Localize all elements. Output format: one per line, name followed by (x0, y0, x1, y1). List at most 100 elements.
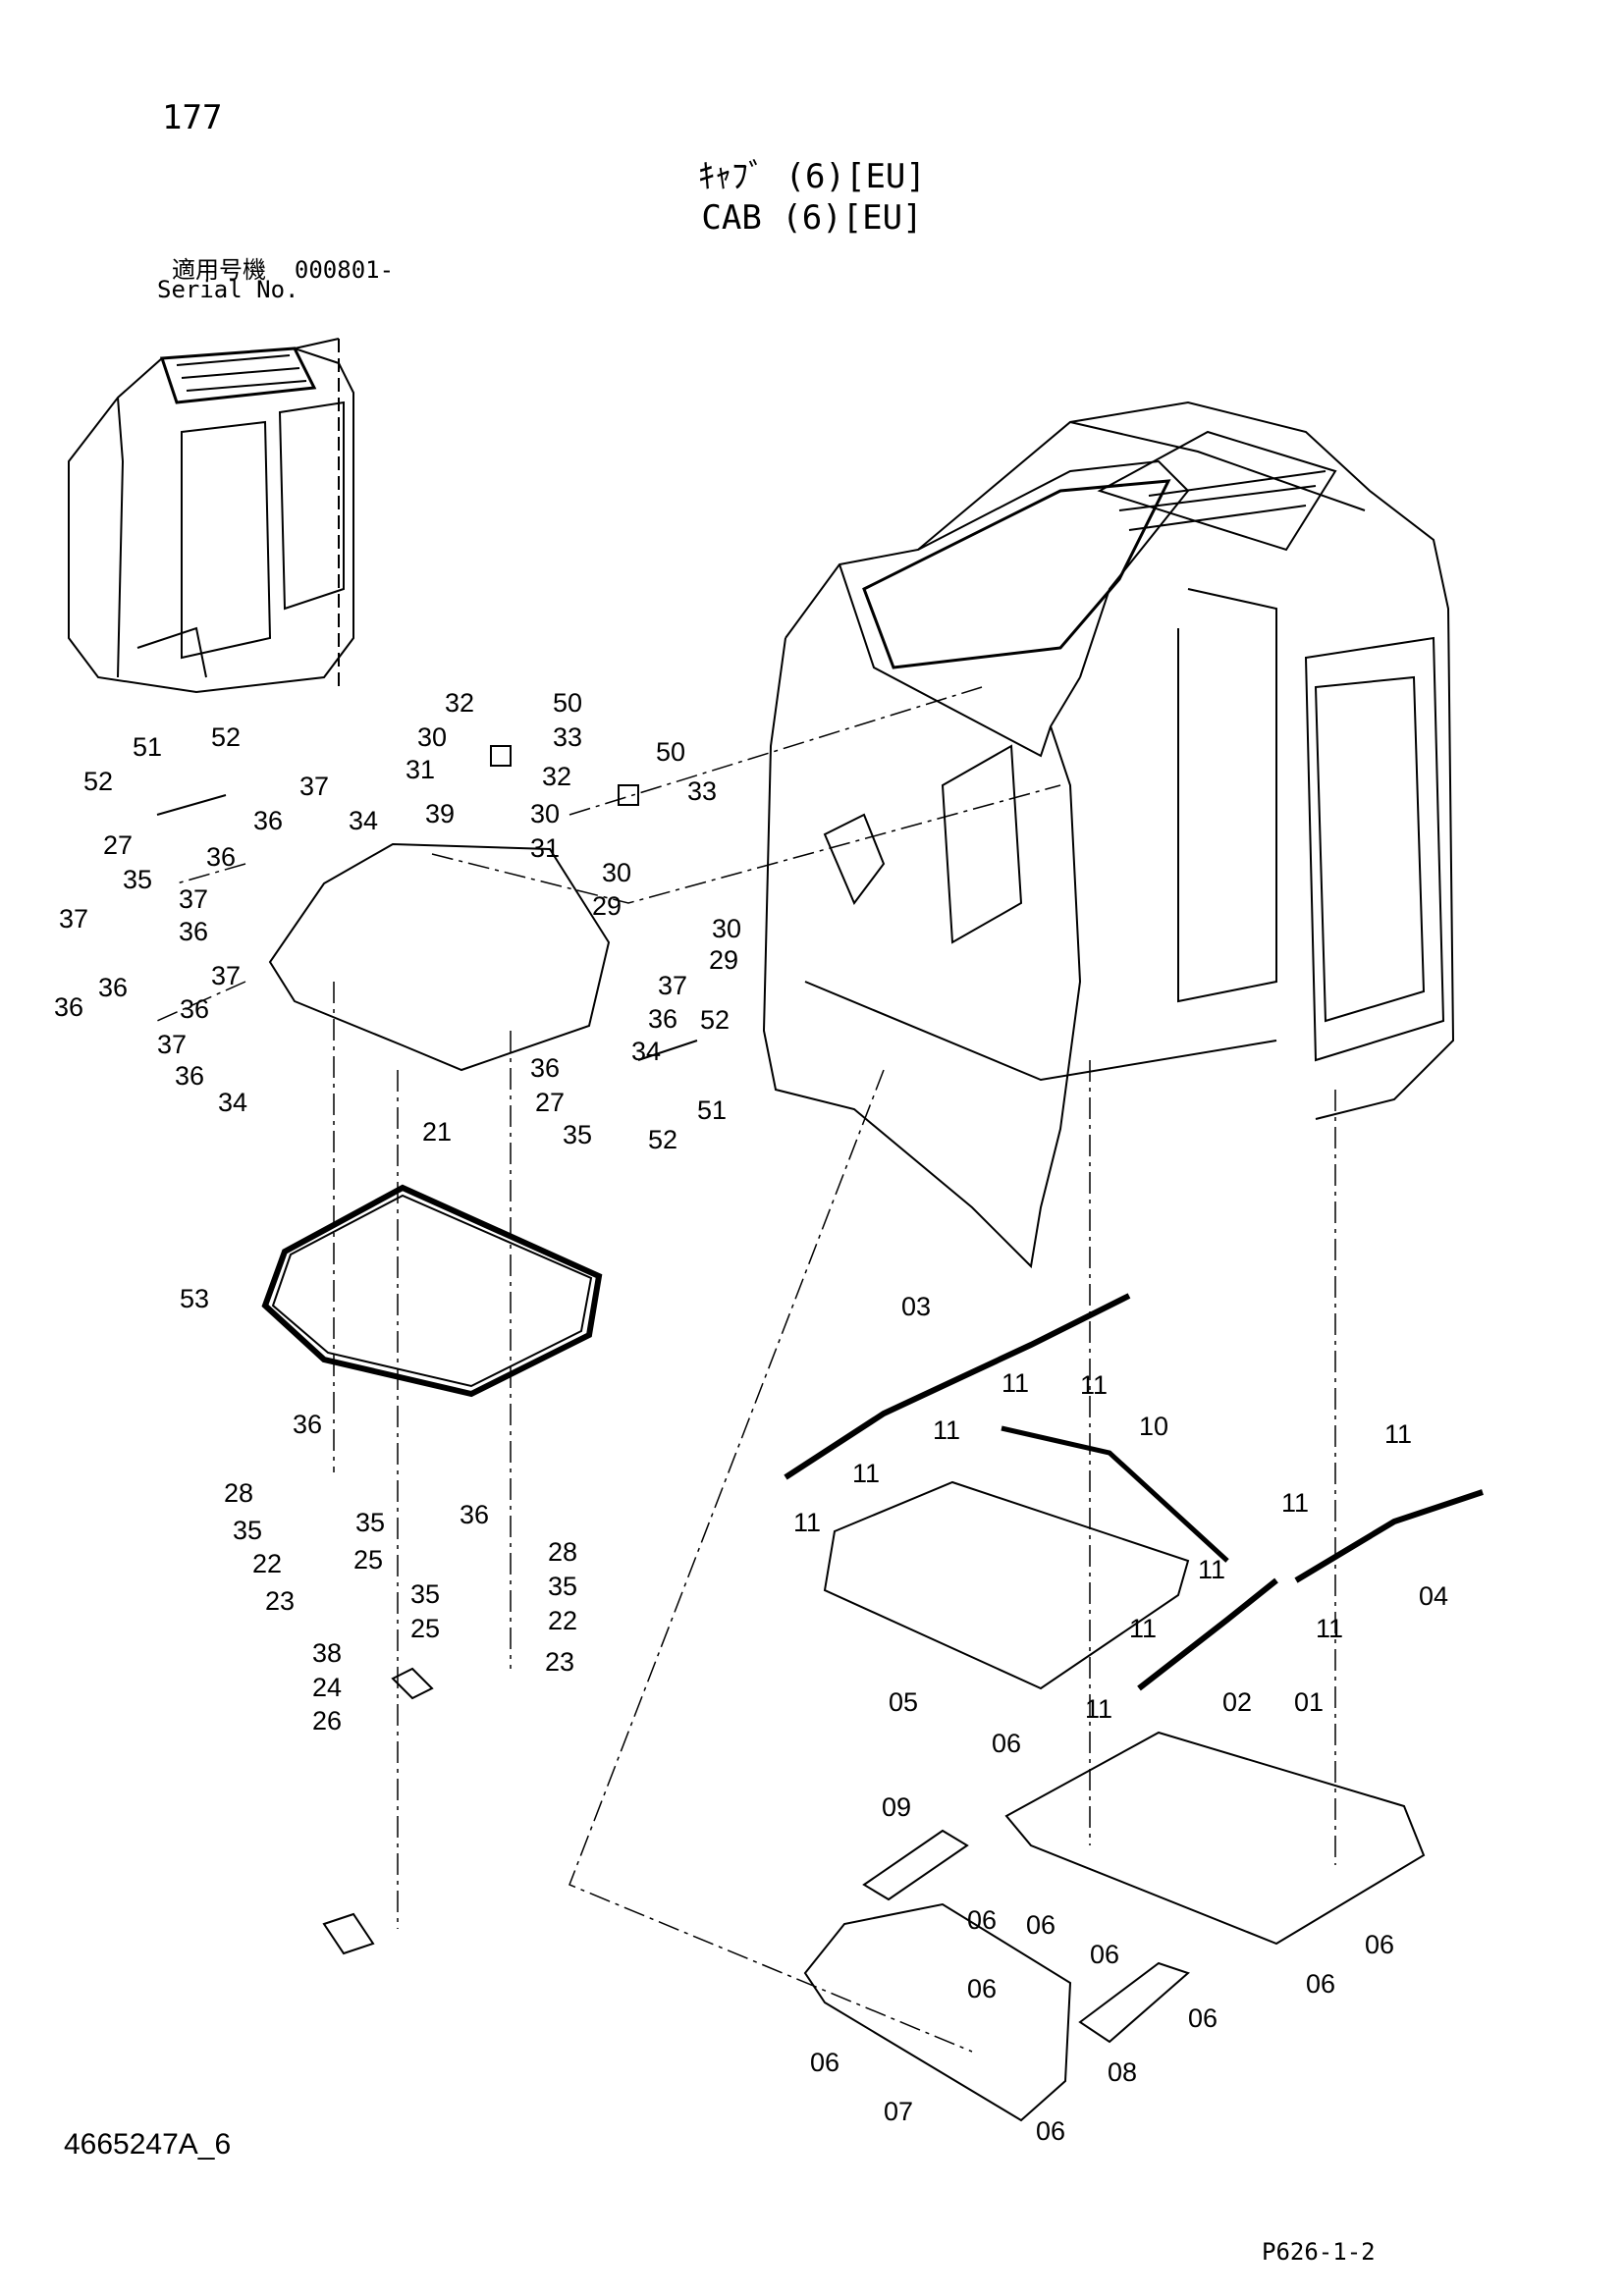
overview-cab-illustration (68, 338, 354, 694)
liner-part-07 (803, 1902, 1072, 2122)
callout-51-a: 51 (133, 732, 162, 762)
callout-52-c: 52 (700, 1005, 730, 1035)
callout-01: 01 (1294, 1687, 1324, 1717)
callout-36-c: 36 (179, 917, 208, 946)
callout-36-g: 36 (648, 1004, 677, 1034)
callout-06-i: 06 (810, 2048, 839, 2077)
callout-11-j: 11 (1129, 1614, 1157, 1643)
callout-31-b: 31 (530, 833, 560, 863)
callout-34-e: 34 (631, 1037, 661, 1066)
callout-06-h: 06 (1188, 2003, 1218, 2033)
callout-35-a: 35 (123, 865, 152, 894)
callout-02: 02 (1222, 1687, 1252, 1717)
roof-panel-part-01 (1004, 1731, 1426, 1946)
callout-06-b: 06 (967, 1905, 997, 1935)
callout-36-i: 36 (293, 1410, 322, 1439)
callout-11-h: 11 (1198, 1555, 1225, 1584)
callout-06-j: 06 (1036, 2116, 1065, 2146)
callout-36-b: 36 (253, 806, 283, 835)
drawing-number: 4665247A_6 (64, 2128, 232, 2161)
callout-25-b: 25 (410, 1614, 440, 1643)
title-english: CAB (6)[EU] (701, 198, 923, 238)
callout-21: 21 (422, 1117, 452, 1147)
callout-30-c: 30 (602, 858, 631, 887)
callout-09: 09 (882, 1792, 911, 1822)
callout-06-e: 06 (1090, 1940, 1119, 1969)
callout-29-a: 29 (592, 891, 622, 921)
callout-11-e: 11 (793, 1508, 821, 1537)
callout-29-b: 29 (709, 945, 738, 975)
strip-part-04 (1294, 1489, 1484, 1583)
serial-label-english: Serial No. (157, 276, 299, 303)
callout-05: 05 (889, 1687, 918, 1717)
callout-37-f: 37 (658, 971, 687, 1000)
panel-part-05 (823, 1480, 1190, 1690)
serial-label-japanese: 適用号機 000801- (172, 250, 394, 285)
callout-06-f: 06 (1306, 1969, 1335, 1999)
callout-35-b: 35 (563, 1120, 592, 1149)
callout-35-c: 35 (233, 1516, 262, 1545)
callout-04: 04 (1419, 1581, 1448, 1611)
callout-34-b: 36 (98, 973, 128, 1002)
page-code: P626-1-2 (1262, 2238, 1376, 2266)
callout-23-a: 23 (265, 1586, 295, 1616)
callout-11-f: 11 (1384, 1419, 1412, 1449)
callout-22-a: 22 (252, 1549, 282, 1578)
callout-52-b: 52 (83, 767, 113, 796)
serial-value: 000801- (294, 256, 395, 284)
callout-06-c: 06 (1026, 1910, 1056, 1940)
callout-36-a: 36 (206, 842, 236, 872)
callout-51-b: 51 (697, 1095, 727, 1125)
callout-33-b: 33 (687, 776, 717, 806)
seal-part-53 (261, 1184, 603, 1398)
glass-part-21 (268, 842, 611, 1072)
callout-52-d: 52 (648, 1125, 677, 1154)
callout-11-g: 11 (1281, 1488, 1309, 1518)
callout-30-b: 30 (530, 799, 560, 828)
callout-11-c: 11 (933, 1415, 960, 1445)
callout-28-a: 28 (224, 1478, 253, 1508)
callout-07: 07 (884, 2097, 913, 2126)
callout-33-a: 33 (553, 722, 582, 752)
callout-38: 38 (312, 1638, 342, 1668)
callout-10: 10 (1139, 1412, 1168, 1441)
callout-32-b: 32 (542, 762, 571, 791)
callout-22-b: 22 (548, 1606, 577, 1635)
callout-52-a: 52 (211, 722, 241, 752)
callout-35-f: 35 (548, 1572, 577, 1601)
callout-36-f: 36 (175, 1061, 204, 1091)
callout-30-a: 30 (417, 722, 447, 752)
callout-31-a: 31 (406, 755, 435, 784)
callout-11-k: 11 (1085, 1694, 1112, 1724)
callout-37-e: 37 (157, 1030, 187, 1059)
callout-06-a: 06 (992, 1729, 1021, 1758)
main-cab-illustration (762, 400, 1455, 1269)
callout-27-a: 27 (103, 830, 133, 860)
liner-part-09 (862, 1829, 969, 1901)
callout-30-d: 30 (712, 914, 741, 943)
title-japanese: ｷｬﾌﾞ (6)[EU] (698, 157, 926, 196)
callout-37-c: 37 (59, 904, 88, 934)
callout-36-j: 36 (460, 1500, 489, 1529)
callout-36-h: 36 (530, 1053, 560, 1083)
callout-35-e: 35 (410, 1579, 440, 1609)
callout-37-a: 37 (299, 772, 329, 801)
callout-11-a: 11 (1080, 1370, 1108, 1400)
callout-11-i: 11 (1316, 1614, 1343, 1643)
callout-11-b: 11 (1001, 1368, 1029, 1398)
callout-25-a: 25 (353, 1545, 383, 1575)
callout-26: 26 (312, 1706, 342, 1735)
callout-28-b: 28 (548, 1537, 577, 1567)
callout-32-a: 32 (445, 688, 474, 718)
callout-11-d: 11 (852, 1459, 880, 1488)
strip-part-03 (784, 1293, 1131, 1480)
callout-50-a: 50 (553, 688, 582, 718)
callout-03: 03 (901, 1292, 931, 1321)
callout-06-d: 06 (1365, 1930, 1394, 1959)
callout-24: 24 (312, 1673, 342, 1702)
page-number: 177 (162, 98, 223, 137)
callout-06-g: 06 (967, 1974, 997, 2003)
callout-37-d: 37 (211, 961, 241, 990)
callout-27-b: 27 (535, 1088, 565, 1117)
